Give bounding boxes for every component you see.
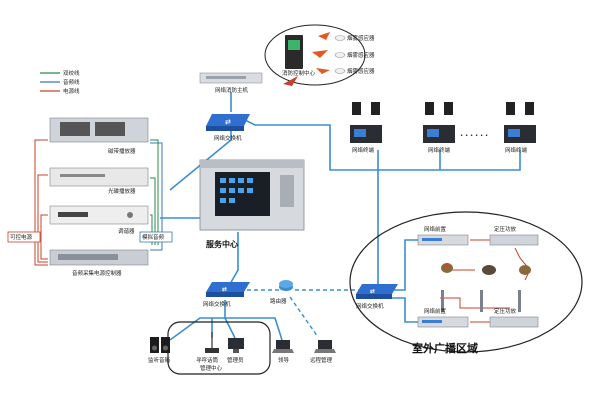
- tuner-label: 调谐器: [118, 227, 135, 235]
- tape-player: [49, 117, 149, 143]
- speaker-pair-label: 监听音箱: [148, 356, 171, 364]
- analog-audio-box: [139, 231, 173, 243]
- terminal-1-label: 网络终端: [352, 146, 375, 154]
- legend: 双绞线 音频线 电源线: [40, 69, 80, 95]
- constant-voltage-amp-2: [489, 316, 539, 328]
- constant-voltage-amp-1: [489, 234, 539, 246]
- cd-player-label: 光碟播放器: [108, 187, 136, 195]
- right-switch-icon: ⇄: [356, 284, 398, 299]
- analog-audio-label: 模拟音频: [142, 233, 165, 241]
- amp-1-label: 定压功放: [494, 225, 517, 233]
- network-front-2: [417, 316, 469, 328]
- cd-player: [49, 167, 149, 187]
- speaker-pair-icon: [150, 337, 170, 353]
- outdoor-zone-label: 室外广播区域: [412, 341, 478, 355]
- smoke-sensor-icons: [334, 35, 346, 74]
- network-terminal-1: [350, 102, 382, 143]
- admin-label: 管理员: [227, 356, 244, 364]
- network-terminal-2: [423, 102, 455, 143]
- network-links: [169, 92, 521, 341]
- smoke-sensor-label-1: 烟雾感应器: [347, 34, 375, 42]
- leader-label: 领导: [278, 356, 290, 364]
- microphone-icon: [205, 332, 219, 353]
- legend-audio-line: 音频线: [63, 78, 80, 86]
- front-1-label: 网络前置: [424, 225, 447, 233]
- smoke-sensor-label-2: 烟雾感应器: [347, 51, 375, 59]
- admin-monitor-icon: [228, 338, 244, 353]
- top-switch-icon: ⇄: [206, 114, 250, 131]
- router-icon: [279, 280, 293, 291]
- svg-text:⇄: ⇄: [370, 288, 375, 295]
- tuner: [49, 205, 149, 225]
- legend-power-line: 电源线: [63, 87, 80, 95]
- terminal-3-label: 网络终端: [505, 146, 528, 154]
- power-controller-label: 音频采集电源控制器: [72, 269, 122, 277]
- dashed-links: [240, 289, 360, 338]
- mgmt-center-label: 管理中心: [200, 364, 223, 372]
- fire-center-label: 消防控制中心: [282, 69, 316, 77]
- smoke-sensor-label-3: 烟雾感应器: [347, 67, 375, 75]
- network-terminal-3: [504, 102, 536, 143]
- svg-text:⇄: ⇄: [225, 118, 231, 126]
- outdoor-cabling: [440, 239, 531, 323]
- audio-power-controller: [49, 249, 149, 266]
- alarm-arrows: [312, 32, 330, 74]
- leader-laptop-icon: [272, 340, 294, 353]
- fire-control-cabinet: [285, 35, 303, 69]
- mid-switch-label: 网络交换机: [203, 300, 231, 308]
- legend-twisted-pair: 双绞线: [63, 69, 80, 77]
- network-fire-host: [199, 72, 263, 84]
- remote-mgmt-label: 远程管理: [310, 356, 333, 364]
- amp-2-label: 定压功放: [494, 307, 517, 315]
- outdoor-speaker-icons: [441, 263, 531, 275]
- terminal-dots: • • • • • •: [460, 133, 488, 139]
- remote-mgmt-laptop-icon: [314, 340, 336, 353]
- left-cabling: [34, 139, 200, 266]
- mic-label: 寻呼话筒: [196, 356, 219, 364]
- outdoor-zone-outline: [349, 211, 583, 353]
- svg-text:⇄: ⇄: [222, 286, 227, 293]
- terminal-2-label: 网络终端: [428, 146, 451, 154]
- service-center-rack: [199, 159, 305, 231]
- right-switch-label: 网络交换机: [356, 302, 384, 310]
- fire-arrow-icon: [283, 76, 298, 86]
- fire-host-label: 网络消防主机: [215, 86, 249, 94]
- router-label: 路由器: [270, 297, 287, 305]
- network-front-1: [417, 234, 469, 246]
- tape-player-label: 磁带播放器: [108, 147, 136, 155]
- controllable-power-box: [7, 231, 41, 243]
- top-switch-label: 网络交换机: [214, 134, 242, 142]
- front-2-label: 网络前置: [424, 307, 447, 315]
- mid-switch-icon: ⇄: [206, 282, 250, 297]
- service-center-label: 服务中心: [206, 239, 238, 249]
- controllable-power-label: 可控电源: [10, 233, 33, 241]
- pole-speakers: [441, 290, 521, 312]
